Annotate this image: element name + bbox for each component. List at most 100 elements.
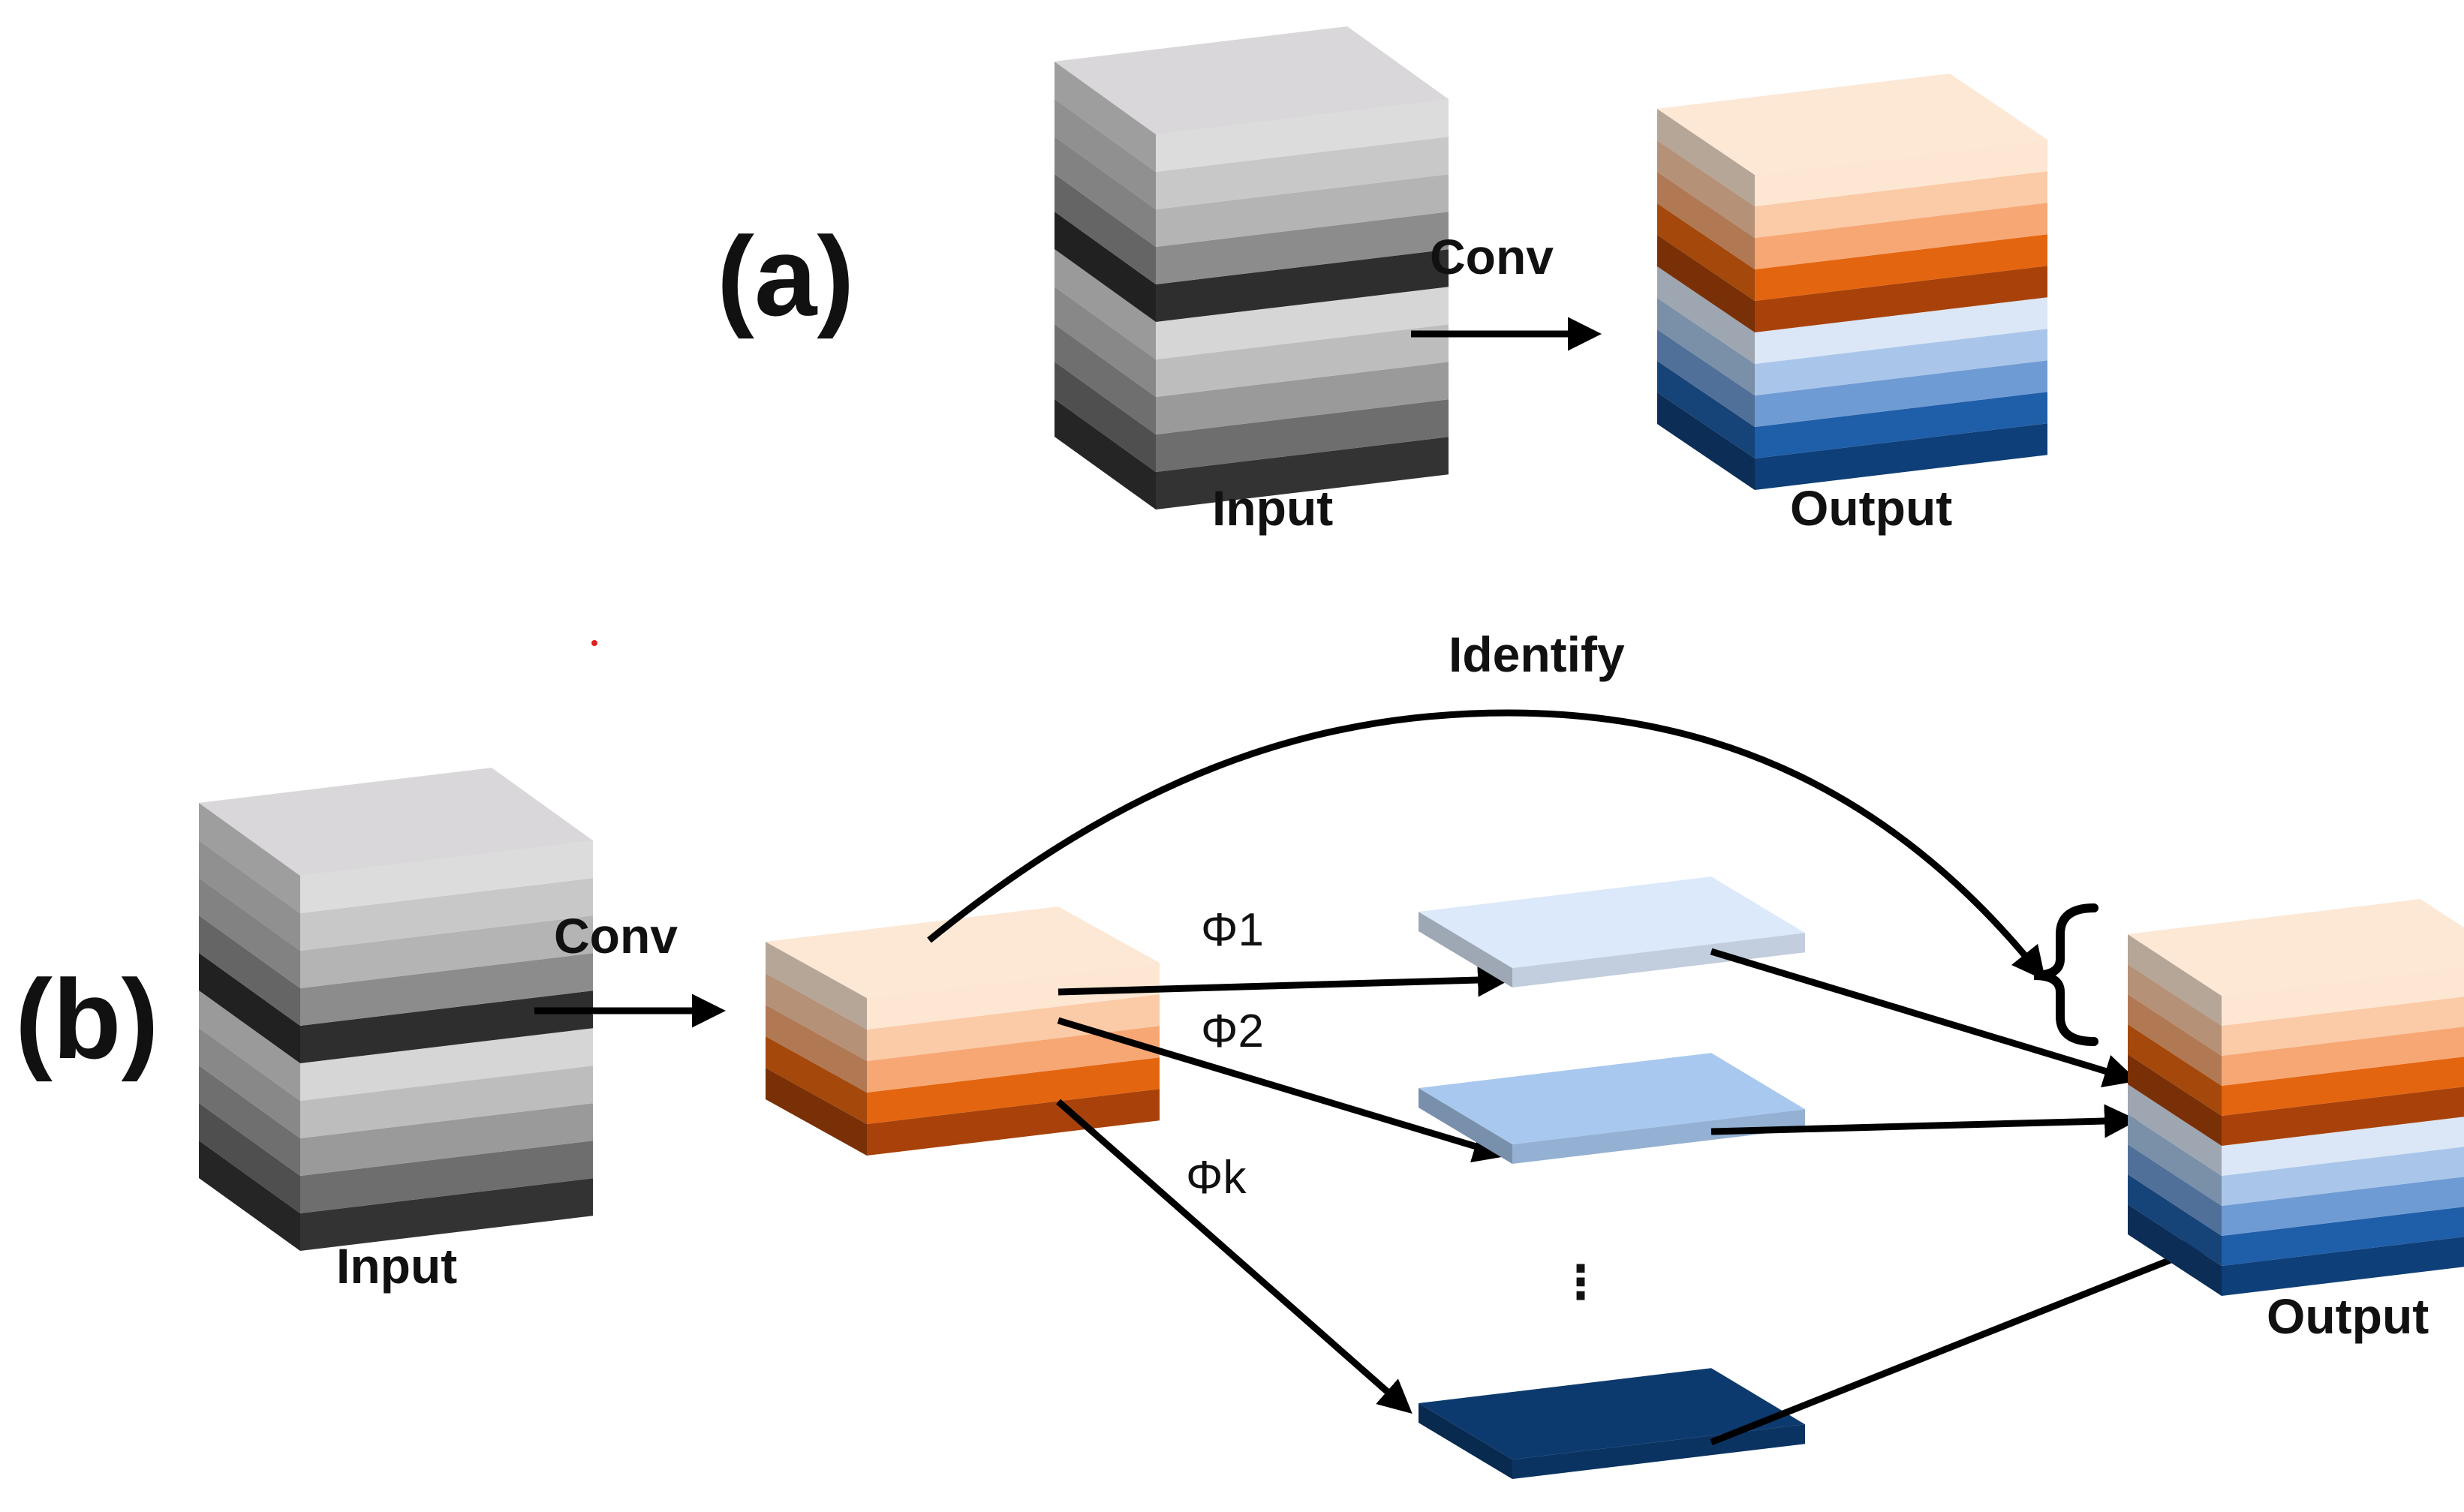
b-output-layer-side bbox=[2128, 934, 2222, 1026]
a-input-layer-front bbox=[1156, 399, 1449, 472]
a-input-layer-side bbox=[1054, 174, 1156, 284]
a-input-layer-side bbox=[1054, 324, 1156, 434]
blockk-to-output-arrow bbox=[1710, 1240, 2213, 1446]
intermediate-feature-stack bbox=[766, 906, 1160, 1156]
identify-arrow bbox=[927, 709, 2046, 981]
a-input-layer-front bbox=[1156, 362, 1449, 434]
ellipsis-mark: ⋮ bbox=[1557, 1257, 1604, 1309]
conv-label-b: Conv bbox=[554, 908, 678, 963]
b-output-layer-front bbox=[2222, 1117, 2464, 1176]
phi1-arrow bbox=[1058, 963, 1512, 997]
a-output-layer-side bbox=[1657, 361, 1755, 458]
a-output-layer-front bbox=[1755, 266, 2047, 332]
b-output-layer-side bbox=[2128, 1114, 2222, 1206]
b-input-layer-front bbox=[300, 1103, 593, 1176]
b-input-layer-front bbox=[300, 840, 593, 913]
b-input-layer-front bbox=[300, 1178, 593, 1251]
phi2-arrow bbox=[1057, 1017, 1508, 1163]
a-input-layer-front bbox=[1156, 174, 1449, 247]
a-input-layer-side bbox=[1054, 399, 1156, 510]
phik-block-top bbox=[1419, 1368, 1805, 1459]
panel-a-label: (a) bbox=[717, 213, 854, 339]
red-dot-mark bbox=[591, 640, 597, 646]
a-output-layer-side bbox=[1657, 172, 1755, 269]
phi1-block-side bbox=[1419, 912, 1512, 987]
phi2-block-front bbox=[1512, 1109, 1805, 1164]
a-input-layer-front bbox=[1156, 212, 1449, 284]
identify-label: Identify bbox=[1449, 627, 1625, 682]
b-input-layer-side bbox=[199, 1141, 300, 1251]
b-output-layer-side bbox=[2128, 1084, 2222, 1176]
b-output-layer-front bbox=[2222, 1147, 2464, 1206]
a-input-layer-front bbox=[1156, 99, 1449, 172]
phi2-block-side bbox=[1419, 1088, 1512, 1164]
a-input-layer-front bbox=[1156, 437, 1449, 510]
a-output-layer-side bbox=[1657, 140, 1755, 238]
thin-feature-blocks bbox=[1419, 876, 1805, 1479]
a-output-layer-side bbox=[1657, 235, 1755, 332]
b-input-layer-front bbox=[300, 1141, 593, 1213]
b-input-layer-front bbox=[300, 915, 593, 988]
a-input-top bbox=[1054, 26, 1449, 135]
phik-label: Φk bbox=[1186, 1152, 1247, 1204]
b-input-layer-front bbox=[300, 953, 593, 1026]
panel-b: (b) Input Conv Identify Φ1 Φ2 Φk ⋮ Outpu… bbox=[15, 627, 2464, 1479]
b-output-layer-side bbox=[2128, 1054, 2222, 1146]
b-mid-layer-side bbox=[766, 1036, 867, 1124]
block2-to-output-arrow bbox=[1710, 1104, 2138, 1138]
b-input-layer-side bbox=[199, 990, 300, 1101]
a-input-layer-front bbox=[1156, 137, 1449, 209]
output-tensor-stack-b bbox=[2128, 899, 2464, 1296]
panel-b-label: (b) bbox=[15, 956, 159, 1082]
b-mid-layer-front bbox=[867, 963, 1160, 1030]
b-output-layer-side bbox=[2128, 964, 2222, 1056]
b-output-layer-side bbox=[2128, 994, 2222, 1086]
b-input-top bbox=[199, 768, 593, 876]
b-output-layer-side bbox=[2128, 1024, 2222, 1116]
phi1-block-top bbox=[1419, 876, 1805, 968]
phi2-label: Φ2 bbox=[1201, 1005, 1264, 1057]
b-mid-layer-front bbox=[867, 1026, 1160, 1093]
b-mid-layer-side bbox=[766, 973, 867, 1061]
a-input-layer-side bbox=[1054, 287, 1156, 397]
b-output-layer-side bbox=[2128, 1204, 2222, 1296]
b-output-layer-front bbox=[2222, 1057, 2464, 1116]
input-tensor-stack bbox=[1054, 26, 1449, 510]
conv-label: Conv bbox=[1430, 229, 1554, 284]
phi1-label: Φ1 bbox=[1201, 904, 1264, 956]
a-output-layer-front bbox=[1755, 140, 2047, 206]
b-mid-layer-front bbox=[867, 994, 1160, 1061]
b-output-layer-front bbox=[2222, 1087, 2464, 1146]
a-input-layer-side bbox=[1054, 137, 1156, 247]
b-input-layer-side bbox=[199, 878, 300, 988]
input-tensor-stack-b bbox=[199, 768, 593, 1251]
b-mid-layer-side bbox=[766, 1005, 867, 1093]
a-input-layer-front bbox=[1156, 287, 1449, 359]
b-output-layer-front bbox=[2222, 1177, 2464, 1236]
b-output-layer-front bbox=[2222, 966, 2464, 1026]
b-output-layer-front bbox=[2222, 1027, 2464, 1086]
a-input-layer-side bbox=[1054, 62, 1156, 172]
b-input-layer-front bbox=[300, 1028, 593, 1101]
b-output-top bbox=[2128, 899, 2464, 996]
a-output-layer-front bbox=[1755, 329, 2047, 395]
b-mid-layer-side bbox=[766, 1068, 867, 1156]
a-input-layer-side bbox=[1054, 99, 1156, 209]
phik-block-front bbox=[1512, 1424, 1805, 1479]
input-label-b: Input bbox=[336, 1238, 457, 1294]
b-mid-layer-front bbox=[867, 1089, 1160, 1156]
a-output-layer-front bbox=[1755, 297, 2047, 364]
a-input-layer-side bbox=[1054, 362, 1156, 472]
a-output-layer-side bbox=[1657, 329, 1755, 427]
b-input-layer-side bbox=[199, 840, 300, 951]
a-output-layer-side bbox=[1657, 266, 1755, 364]
b-input-layer-front bbox=[300, 990, 593, 1063]
b-mid-layer-side bbox=[766, 942, 867, 1030]
output-label-b: Output bbox=[2267, 1288, 2429, 1344]
a-output-layer-front bbox=[1755, 203, 2047, 269]
a-input-layer-front bbox=[1156, 324, 1449, 397]
b-input-layer-front bbox=[300, 878, 593, 951]
a-output-layer-side bbox=[1657, 392, 1755, 490]
output-label: Output bbox=[1790, 480, 1952, 536]
